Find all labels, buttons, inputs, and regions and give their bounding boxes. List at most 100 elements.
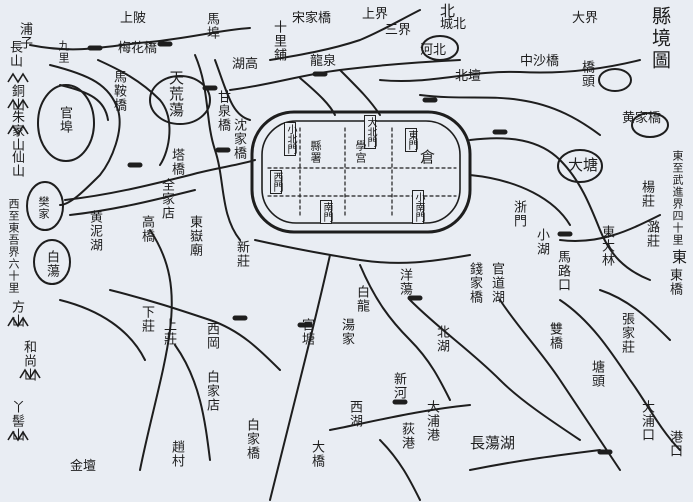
place-baijia-dian: 白家店 [204, 370, 219, 412]
place-chengbei: 城北 [440, 17, 467, 32]
direction-east: 東 [672, 248, 688, 266]
place-huangjia-bridge: 黄家橋 [622, 111, 662, 126]
place-heshangshan: 和尚山 [21, 340, 36, 382]
river-south-west [109, 229, 281, 471]
pond-north-east [598, 68, 632, 92]
place-jintan: 金壇 [70, 459, 97, 474]
river-north-east [379, 59, 641, 136]
place-changshan: 長山 [7, 40, 22, 68]
place-gangkou: 港口 [667, 430, 682, 458]
place-dajie: 大界 [572, 11, 599, 26]
place-sanjie: 三界 [385, 23, 412, 38]
place-ta-bridge: 塔橋 [169, 148, 184, 176]
lake-baidang [33, 239, 71, 285]
map-title: 縣境圖 [649, 6, 671, 72]
city-gate-big-north: 大北門 [364, 115, 376, 149]
place-xinzhuang: 新莊 [234, 240, 249, 268]
place-shuangqiao: 雙橋 [547, 322, 562, 350]
place-shilipu: 十里鋪 [271, 20, 286, 62]
city-gate-south: 南門 [320, 200, 332, 224]
river-east-2 [559, 214, 671, 341]
place-hugao: 湖高 [232, 57, 259, 72]
place-beitan: 北壇 [455, 69, 482, 84]
place-maan-bridge: 馬鞍橋 [111, 70, 126, 112]
place-huangni-lake: 黄泥湖 [87, 210, 102, 252]
place-datang: 大塘 [568, 156, 599, 174]
river-south-west-2 [59, 299, 211, 461]
place-xinhe: 新河 [391, 372, 406, 400]
place-xianshan: 仙山 [9, 150, 24, 178]
place-baidang: 白蕩 [44, 250, 59, 278]
place-meihua-bridge: 梅花橋 [118, 41, 158, 56]
river-bottom [329, 404, 601, 501]
place-changdang-lake: 長蕩湖 [470, 434, 516, 452]
lake-guanbu [37, 84, 95, 162]
place-west-border: 西至東吾界六十里 [7, 198, 20, 294]
place-dongdalin: 東大林 [599, 225, 614, 267]
place-xigang: 西岡 [204, 322, 219, 350]
place-ganquan-bridge: 甘泉橋 [215, 90, 230, 132]
place-shangzhuang: 上莊 [161, 318, 176, 346]
place-baijia-bridge: 白家橋 [244, 418, 259, 460]
river-south-central [359, 264, 581, 441]
city-label-county-office: 縣署 [309, 140, 322, 164]
place-malukou: 馬路口 [555, 250, 570, 292]
place-zhongsha-bridge: 中沙橋 [520, 54, 560, 69]
place-xiazhuang: 下莊 [139, 305, 154, 333]
river-north-west [29, 27, 251, 206]
place-songjia-bridge: 宋家橋 [292, 11, 332, 26]
place-tangtou: 塘頭 [589, 360, 604, 388]
place-daqiao: 大橋 [309, 440, 324, 468]
place-bailong: 白龍 [354, 285, 369, 313]
city-inner-wall [261, 120, 461, 224]
river-canal-west-2 [69, 189, 196, 216]
city-gate-west: 西門 [270, 170, 282, 194]
place-puzi: 浦子 [17, 22, 32, 50]
place-luzhuang: 潞莊 [644, 220, 659, 248]
city-gate-east: 東門 [405, 128, 417, 152]
place-beihu: 北湖 [434, 325, 449, 353]
place-qiaotou: 橋頭 [579, 60, 594, 88]
place-zhemen: 浙門 [511, 200, 526, 228]
place-yajishan: 丫髻山 [9, 400, 24, 442]
place-xihu: 西湖 [347, 400, 362, 428]
place-longquan: 龍泉 [310, 54, 337, 69]
lake-datang [557, 149, 603, 183]
city-label-granary: 倉 [420, 148, 436, 166]
place-zhujiashan: 朱家山 [9, 110, 24, 152]
river-canal-west [64, 159, 256, 201]
mountain-glyphs [7, 72, 41, 442]
city-gate-small-north: 小北門 [284, 122, 296, 156]
bridges [87, 41, 613, 455]
place-shenjia-bridge: 沈家橋 [231, 118, 246, 160]
place-mabu: 馬埠 [204, 12, 219, 40]
river-east [469, 137, 651, 281]
place-zhangjia-zhuang: 張家莊 [619, 312, 634, 354]
river-north-west-2 [59, 59, 171, 166]
direction-north: 北 [440, 2, 456, 20]
pond-east [631, 112, 669, 138]
river-north-center-2 [299, 69, 381, 116]
lake-tianhuang [149, 75, 211, 125]
place-dongyue-temple: 東嶽廟 [187, 215, 202, 257]
place-zhaocun: 趙村 [169, 440, 184, 468]
place-tianhuang-dang: 天荒蕩 [167, 70, 185, 118]
place-shangbei: 上陂 [120, 11, 147, 26]
place-dongqiao: 東橋 [667, 268, 682, 296]
place-guanbu: 官埠 [57, 106, 72, 134]
place-qianjia-bridge: 錢家橋 [467, 262, 482, 304]
place-east-border: 東至武進界四十里 [671, 150, 684, 246]
pond-north [421, 35, 459, 61]
place-quanjia-dian: 全家店 [159, 178, 174, 220]
place-gao-bridge: 高橋 [139, 215, 154, 243]
place-dapu-kou: 大浦口 [639, 400, 654, 442]
place-digang: 荻港 [399, 422, 414, 450]
place-guantang: 官塘 [299, 318, 314, 346]
place-shangjie: 上界 [362, 7, 389, 22]
place-jiuli: 九里 [57, 40, 70, 64]
city-gate-small-south: 小南門 [412, 190, 424, 224]
place-yangdang: 洋蕩 [397, 268, 412, 296]
place-guandao-lake: 官道湖 [489, 262, 504, 304]
